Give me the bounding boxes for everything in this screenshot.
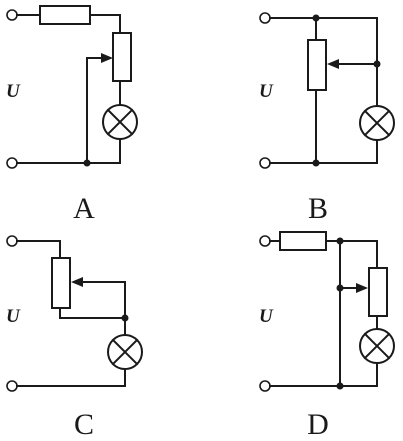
- fixed-resistor: [39, 5, 91, 25]
- terminal-top: [6, 9, 18, 21]
- terminal-bottom: [6, 380, 18, 392]
- lamp: [359, 105, 395, 141]
- circuit-b: U B: [259, 12, 395, 225]
- voltage-label: U: [6, 306, 21, 327]
- option-label-c: C: [74, 408, 94, 441]
- slider-arrow: [71, 277, 83, 287]
- rheostat: [307, 39, 327, 91]
- voltage-label: U: [259, 81, 274, 102]
- voltage-label: U: [6, 81, 21, 102]
- circuit-a: U A: [6, 5, 138, 225]
- circuit-d: U D: [259, 231, 395, 441]
- lamp: [359, 328, 395, 364]
- junction: [312, 159, 320, 167]
- terminal-bottom: [6, 157, 18, 169]
- lamp: [107, 334, 143, 370]
- option-label-a: A: [73, 192, 95, 225]
- terminal-bottom: [259, 380, 271, 392]
- voltage-label: U: [259, 306, 274, 327]
- lamp: [102, 104, 138, 140]
- terminal-bottom: [259, 157, 271, 169]
- terminal-top: [259, 12, 271, 24]
- rheostat: [112, 32, 132, 82]
- rheostat: [51, 257, 71, 309]
- slider-arrow: [101, 53, 113, 63]
- fixed-resistor: [279, 231, 327, 251]
- option-label-b: B: [308, 192, 328, 225]
- slider-arrow: [356, 283, 368, 293]
- circuit-c: U C: [6, 235, 143, 441]
- slider-arrow: [327, 59, 339, 69]
- junction: [336, 382, 344, 390]
- terminal-top: [259, 235, 271, 247]
- rheostat: [368, 267, 388, 317]
- terminal-top: [6, 235, 18, 247]
- option-label-d: D: [307, 408, 329, 441]
